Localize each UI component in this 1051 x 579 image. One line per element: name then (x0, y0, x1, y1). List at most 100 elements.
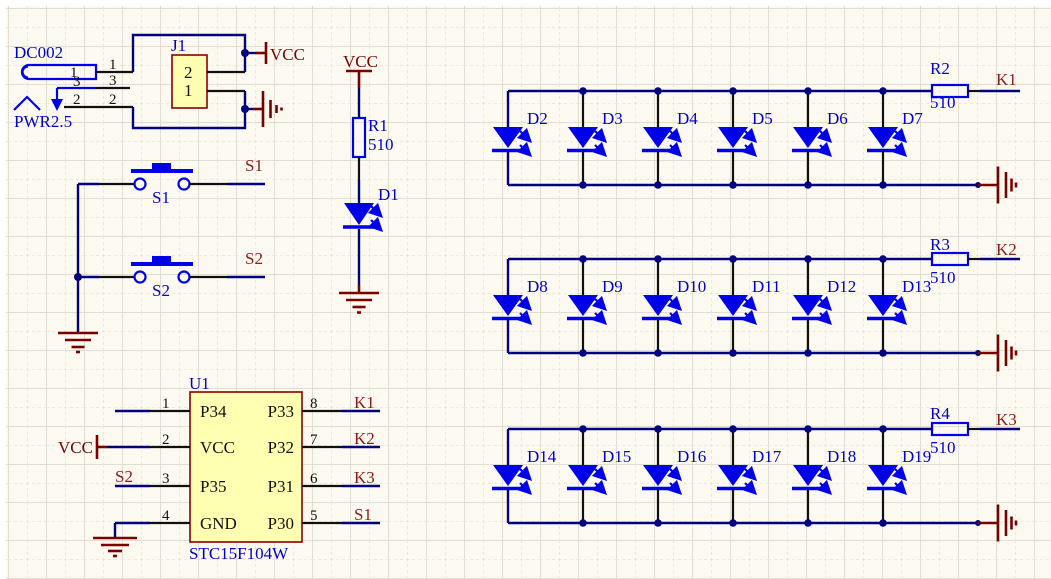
led-d13[interactable]: D13 (867, 259, 931, 353)
led-light-arrow (516, 309, 533, 326)
net-label-k3: K3 (996, 410, 1017, 429)
led-light-arrow (516, 479, 533, 496)
jack-pin3-name: 3 (73, 74, 81, 90)
u1-pin3-number: 3 (162, 471, 170, 487)
junction-dot (579, 87, 587, 95)
led-d15[interactable]: D15 (567, 429, 631, 523)
led-triangle (568, 295, 598, 316)
led-light-arrow (591, 479, 608, 496)
junction-dot (804, 519, 812, 527)
vcc-label: VCC (270, 45, 305, 64)
led-light-arrow (816, 127, 833, 144)
vcc-power-port-indicator[interactable]: VCC (343, 52, 378, 88)
r1-value: 510 (368, 135, 394, 154)
gnd-power-port-bank-1[interactable] (975, 166, 1018, 204)
u1-pin5-name: P30 (268, 514, 294, 533)
led-light-arrow (891, 479, 908, 496)
led-d9[interactable]: D9 (567, 259, 623, 353)
sleeve-spring-symbol (13, 95, 41, 111)
led-light-arrow (891, 127, 908, 144)
u1-pin2-number: 2 (162, 432, 170, 448)
gnd-power-port-bank-3[interactable] (975, 504, 1018, 542)
led-d12[interactable]: D12 (792, 259, 856, 353)
led-triangle (793, 295, 823, 316)
gnd-power-port-bank-2[interactable] (975, 334, 1018, 372)
switch-arm-arrowhead (51, 99, 63, 111)
led-d6[interactable]: D6 (792, 91, 848, 185)
mcu-u1[interactable]: U1 STC15F104W 1 P34 VCC 2 VCC S2 3 P35 4… (58, 374, 380, 563)
power-jack-label: DC002 (14, 43, 63, 62)
switch-s1[interactable]: S1 S1 (78, 156, 265, 207)
led-designator: D15 (602, 447, 631, 466)
led-light-arrow (367, 202, 384, 219)
junction-dot (804, 87, 812, 95)
led-d3[interactable]: D3 (567, 91, 623, 185)
led-triangle (718, 465, 748, 486)
led-light-arrow (591, 309, 608, 326)
junction-dot (729, 87, 737, 95)
led-d17[interactable]: D17 (717, 429, 782, 523)
led-designator: D2 (527, 109, 548, 128)
resistor-r1[interactable]: R1 510 (351, 88, 394, 180)
junction-dot (654, 519, 662, 527)
led-d14[interactable]: D14 (492, 429, 557, 523)
gnd-power-port-indicator[interactable] (339, 285, 379, 314)
u1-body (189, 391, 303, 543)
led-d10[interactable]: D10 (642, 259, 706, 353)
resistor-value: 510 (930, 268, 956, 287)
junction-dot (729, 349, 737, 357)
led-light-arrow (816, 479, 833, 496)
led-d5[interactable]: D5 (717, 91, 773, 185)
led-designator: D11 (752, 277, 781, 296)
led-triangle (643, 295, 673, 316)
led-d4[interactable]: D4 (642, 91, 698, 185)
led-triangle (568, 465, 598, 486)
led-d19[interactable]: D19 (867, 429, 931, 523)
u1-pin7-name: P32 (268, 438, 294, 457)
net-label-s2: S2 (115, 467, 133, 486)
net-label-k1: K1 (996, 70, 1017, 89)
led-d18[interactable]: D18 (792, 429, 856, 523)
led-designator: D17 (752, 447, 782, 466)
u1-pin8-number: 8 (310, 396, 318, 412)
led-light-arrow (516, 465, 533, 482)
connector-j1[interactable]: J1 2 1 (171, 36, 245, 109)
resistor-designator: R2 (930, 59, 950, 78)
sheet-margin-top (0, 0, 1051, 6)
u1-part-number: STC15F104W (189, 544, 289, 563)
sheet-margin-left (0, 0, 6, 579)
s2-contact-left (133, 270, 147, 284)
j1-pin1-name: 1 (184, 81, 193, 100)
led-d16[interactable]: D16 (642, 429, 706, 523)
led-d11[interactable]: D11 (717, 259, 781, 353)
led-light-arrow (741, 141, 758, 158)
power-jack-dc002[interactable]: DC002 1 3 2 1 3 2 PWR2.5 (13, 43, 133, 131)
jack-pin2-name: 2 (73, 92, 81, 108)
u1-pin6-number: 6 (310, 471, 318, 487)
net-label-s1: S1 (354, 505, 372, 524)
led-light-arrow (516, 295, 533, 312)
switch-common-ground[interactable] (58, 184, 98, 354)
junction-dot (804, 255, 812, 263)
led-d7[interactable]: D7 (867, 91, 923, 185)
u1-pin4-number: 4 (162, 508, 170, 524)
u1-pin5-number: 5 (310, 508, 318, 524)
led-triangle (643, 127, 673, 148)
led-triangle (643, 465, 673, 486)
led-triangle (344, 203, 374, 225)
gnd-power-port-j1[interactable] (245, 91, 283, 127)
switch-s2[interactable]: S2 S2 (78, 249, 265, 300)
led-light-arrow (891, 309, 908, 326)
led-d8[interactable]: D8 (492, 259, 548, 353)
led-d2[interactable]: D2 (492, 91, 548, 185)
led-designator: D13 (902, 277, 931, 296)
vcc-power-port-j1[interactable]: VCC (245, 42, 305, 64)
led-light-arrow (666, 309, 683, 326)
led-d1[interactable]: D1 (343, 180, 399, 285)
